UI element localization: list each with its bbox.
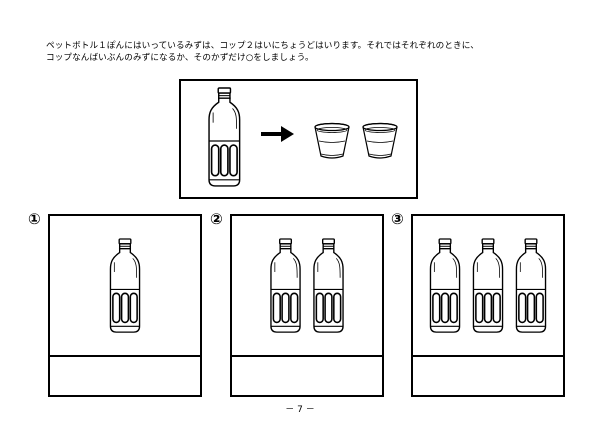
option-1-box xyxy=(48,214,202,397)
page-number: － 7 － xyxy=(285,405,315,415)
bottle-icon xyxy=(515,238,547,333)
option-3-bottles xyxy=(429,238,547,333)
bottle-icon xyxy=(313,238,344,333)
cup-icon xyxy=(362,122,398,159)
arrow-right-icon xyxy=(261,126,294,142)
example-bottle-group xyxy=(208,87,241,187)
instruction-line-2: コップなんばいぶんのみずになるか、そのかずだけ○をしましょう。 xyxy=(46,52,314,63)
cup-icon xyxy=(314,122,350,159)
option-2-answer-cell[interactable] xyxy=(232,355,382,395)
bottle-icon xyxy=(270,238,301,333)
option-1-bottles xyxy=(109,238,141,333)
example-illustration xyxy=(208,87,398,187)
bottle-icon xyxy=(429,238,461,333)
option-3-answer-cell[interactable] xyxy=(413,355,563,395)
bottle-icon xyxy=(208,87,241,187)
option-2-label: ② xyxy=(210,210,223,228)
bottle-icon xyxy=(472,238,504,333)
instruction-line-1: ペットボトル１ぽんにはいっているみずは、コップ２はいにちょうどはいります。それで… xyxy=(46,41,479,51)
option-1-label: ① xyxy=(28,210,41,228)
option-3-label: ③ xyxy=(391,210,404,228)
option-2-box xyxy=(230,214,384,397)
instructions: ペットボトル１ぽんにはいっているみずは、コップ２はいにちょうどはいります。それで… xyxy=(46,41,566,64)
option-1-answer-cell[interactable] xyxy=(50,355,200,395)
option-2-bottles xyxy=(270,238,344,333)
option-3-box xyxy=(411,214,565,397)
example-box xyxy=(179,79,418,199)
bottle-icon xyxy=(109,238,141,333)
example-cup-group xyxy=(314,122,398,159)
